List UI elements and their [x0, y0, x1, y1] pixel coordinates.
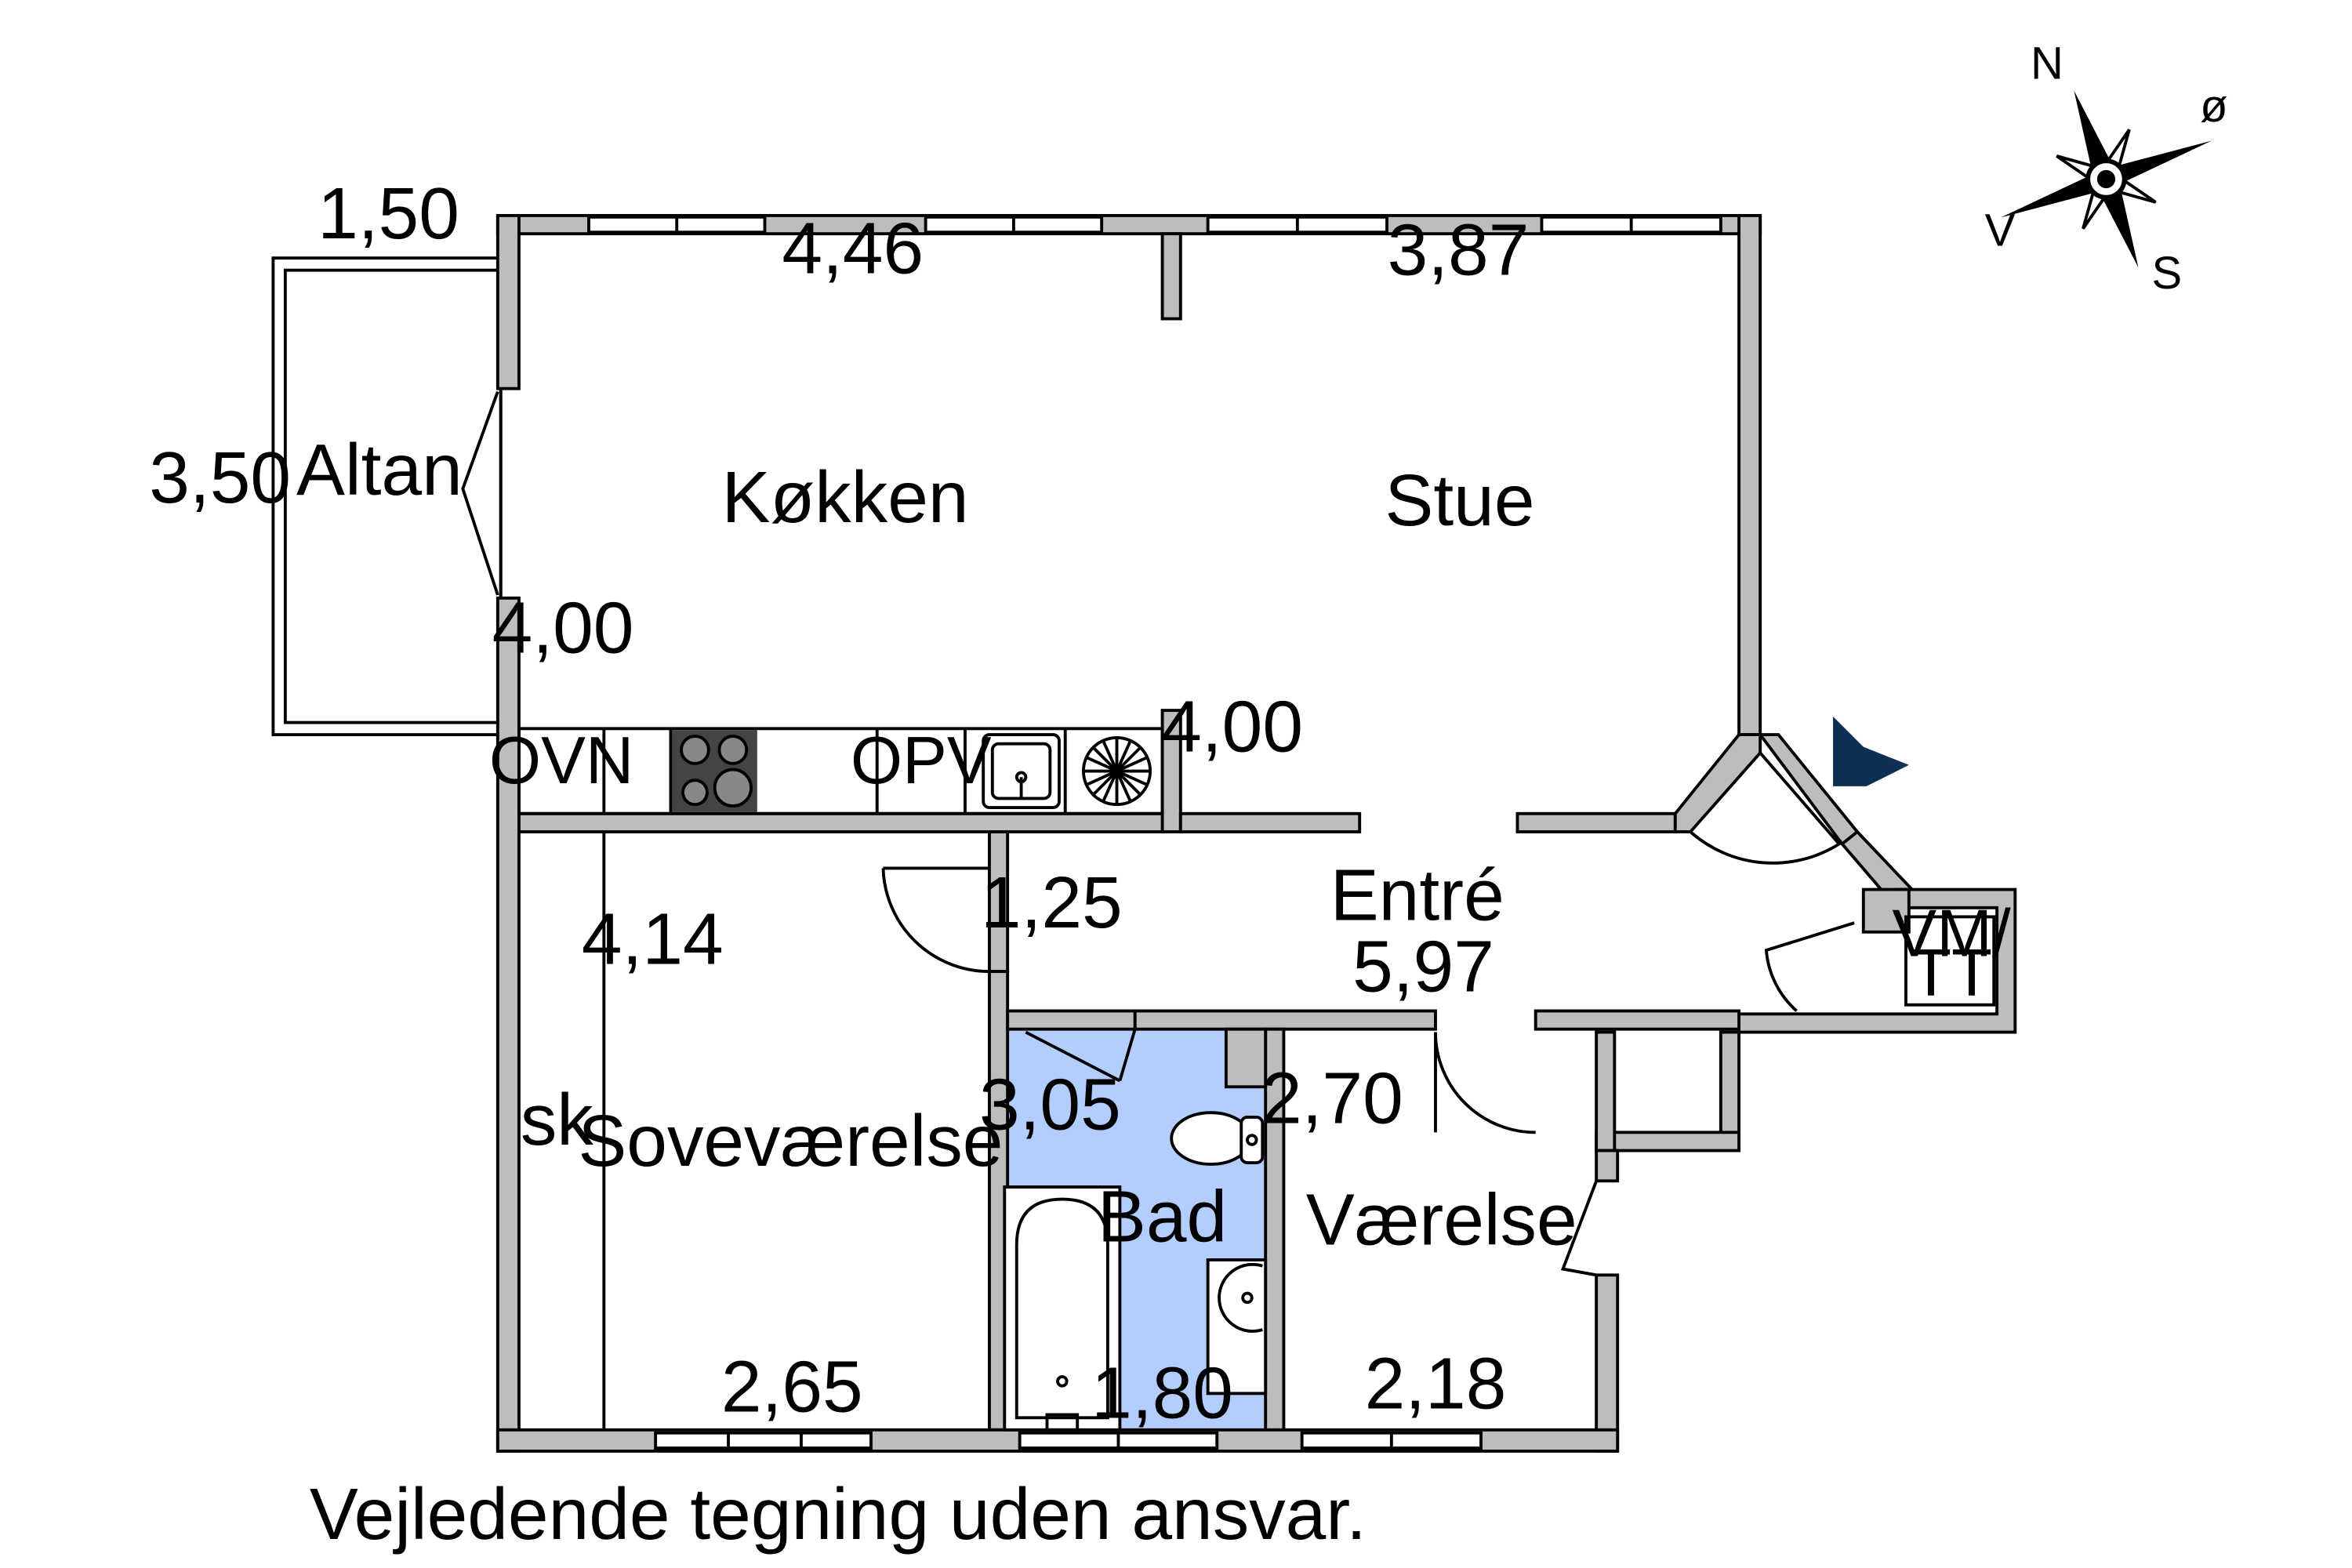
dim-altan-depth: 3,50: [149, 437, 291, 518]
dim-bad-width: 1,80: [1091, 1352, 1233, 1433]
label-opv: OPV: [851, 724, 992, 798]
bathtub: [1003, 1185, 1122, 1432]
kitchen-sink: [982, 733, 1061, 809]
room-label-entre: Entré: [1330, 854, 1504, 935]
label-vm: VM/: [1892, 897, 2011, 971]
windows: [587, 215, 1722, 1450]
kitchen-counter: [517, 727, 1164, 815]
label-tt: TT: [1911, 936, 1992, 1011]
compass-n: N: [2031, 38, 2063, 89]
disclaimer-text: Vejledende tegning uden ansvar.: [310, 1473, 1367, 1555]
compass-o: ø: [2200, 81, 2227, 132]
room-label-altan: Altan: [296, 429, 463, 510]
dim-stue-width: 3,87: [1388, 209, 1530, 290]
room-label-vaerelse: Værelse: [1306, 1179, 1577, 1261]
balcony: [271, 256, 503, 737]
bathroom-fixtures: [1003, 1111, 1268, 1432]
dim-entre-width: 5,97: [1352, 925, 1494, 1007]
compass-s: S: [2152, 248, 2183, 299]
dim-kokken-depth: 4,00: [492, 587, 634, 669]
dim-stue-depth: 4,00: [1161, 685, 1303, 767]
room-label-sovevaerelse: Soveværelse: [578, 1100, 1003, 1181]
compass-rose-icon: [2000, 90, 2212, 268]
bath-sink-icon: [1206, 1258, 1268, 1396]
dim-entre-small: 1,25: [981, 862, 1123, 943]
dim-sove-width: 2,65: [721, 1346, 863, 1428]
vm-tt-box: [1904, 915, 1996, 1007]
toilet-icon: [1170, 1111, 1265, 1166]
fan-icon: [1082, 736, 1152, 807]
room-label-stue: Stue: [1385, 459, 1534, 541]
compass-v: V: [1985, 205, 2016, 256]
dim-altan-width: 1,50: [318, 172, 459, 254]
entrance-arrow-icon: [1833, 716, 1909, 786]
dim-kokken-width: 4,46: [782, 207, 924, 289]
dim-vaerelse-depth: 2,70: [1261, 1058, 1403, 1139]
dim-bad-depth: 3,05: [979, 1063, 1121, 1145]
room-label-sk: sk: [521, 1079, 593, 1160]
dim-sove-depth: 4,14: [582, 898, 724, 979]
dim-vaerelse-width: 2,18: [1365, 1343, 1507, 1425]
doors: [881, 752, 1855, 1277]
room-label-kokken: Køkken: [722, 456, 969, 538]
label-ovn: OVN: [489, 724, 634, 798]
room-label-bad: Bad: [1098, 1176, 1227, 1258]
